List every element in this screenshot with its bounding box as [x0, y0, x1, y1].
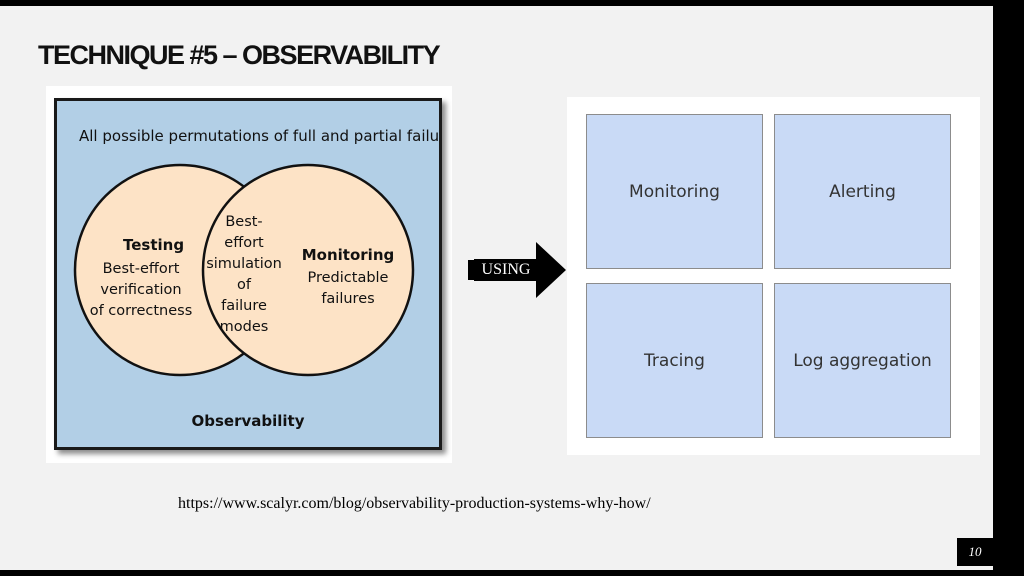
monitoring-title: Monitoring: [302, 246, 394, 264]
testing-line: verification: [100, 282, 181, 298]
testing-title: Testing: [123, 236, 184, 254]
observability-label: Observability: [192, 412, 305, 430]
testing-line: of correctness: [90, 303, 193, 319]
overlap-line: of: [237, 277, 252, 293]
tile-log-aggregation: Log aggregation: [774, 283, 951, 438]
venn-diagram: All possible permutations of full and pa…: [73, 127, 439, 430]
techniques-grid: Monitoring Alerting Tracing Log aggregat…: [567, 97, 980, 455]
using-label: USING: [474, 259, 538, 281]
observability-venn-panel: All possible permutations of full and pa…: [54, 98, 442, 450]
page-number: 10: [957, 538, 993, 566]
slide: TECHNIQUE #5 – OBSERVABILITY All possibl…: [0, 6, 993, 570]
slide-title: TECHNIQUE #5 – OBSERVABILITY: [38, 40, 441, 70]
testing-line: Best-effort: [103, 261, 180, 277]
tile-monitoring: Monitoring: [586, 114, 763, 269]
tile-tracing: Tracing: [586, 283, 763, 438]
overlap-line: simulation: [206, 256, 282, 272]
monitoring-circle: [201, 163, 415, 377]
venn-heading: All possible permutations of full and pa…: [79, 127, 439, 145]
overlap-line: effort: [224, 235, 264, 251]
monitoring-line: failures: [321, 291, 374, 307]
tile-alerting: Alerting: [774, 114, 951, 269]
overlap-line: failure: [221, 298, 267, 314]
venn-diagram-figure: All possible permutations of full and pa…: [46, 86, 452, 463]
overlap-line: modes: [220, 319, 269, 335]
monitoring-line: Predictable: [308, 270, 389, 286]
source-url: https://www.scalyr.com/blog/observabilit…: [178, 495, 651, 512]
overlap-line: Best-: [225, 214, 262, 230]
